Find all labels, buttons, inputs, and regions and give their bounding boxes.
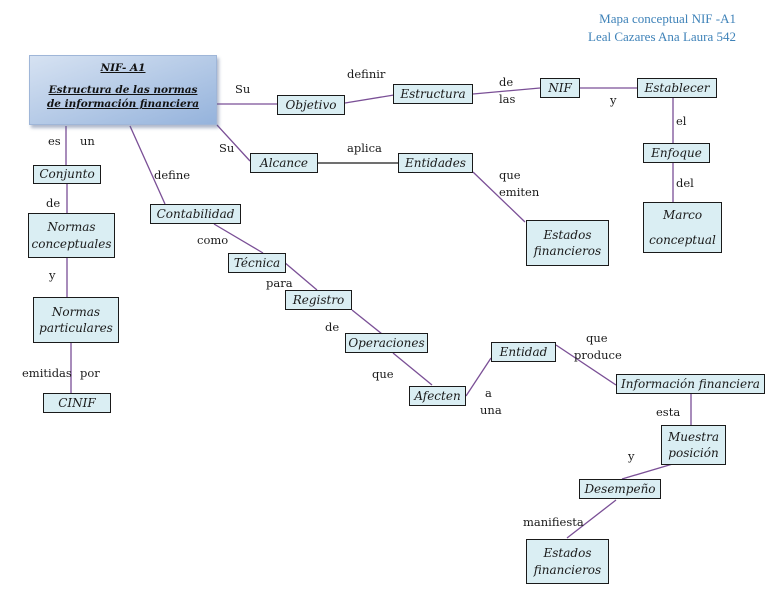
link-produce: produce (574, 348, 622, 362)
link-de: de (499, 75, 514, 89)
edge-entidad-informacion (555, 344, 617, 386)
node-estructura: Estructura (393, 84, 473, 104)
link-por: por (80, 366, 100, 380)
link-para: para (266, 276, 293, 290)
link-su-objetivo: Su (235, 82, 251, 96)
node-normas-part-line2: particulares (39, 321, 113, 335)
link-emiten: emiten (499, 185, 540, 199)
node-normas-conc-line1: Normas (47, 220, 96, 235)
edge-main-contabilidad (129, 125, 166, 205)
document-author: Leal Cazares Ana Laura 542 (588, 29, 736, 45)
node-marco-conceptual: Marco conceptual (643, 202, 722, 253)
link-y-particulares: y (49, 268, 56, 282)
link-de-normas: de (46, 196, 61, 210)
node-conjunto: Conjunto (33, 165, 101, 184)
node-operaciones: Operaciones (345, 333, 428, 353)
link-y-establecer: y (610, 93, 617, 107)
node-desempeno: Desempeño (579, 479, 661, 499)
edge-desempeno-estados (566, 499, 617, 539)
link-un: un (80, 134, 95, 148)
document-title: Mapa conceptual NIF -A1 (599, 11, 736, 26)
node-normas-conc-line2: conceptuales (31, 236, 112, 251)
node-tecnica: Técnica (228, 253, 286, 273)
node-enfoque: Enfoque (643, 143, 710, 163)
link-que-produce-1: que (586, 331, 608, 345)
edge-entidades-estados (472, 171, 526, 223)
edge-objetivo-estructura (344, 94, 395, 104)
edge-estructura-nif (472, 87, 541, 95)
link-esta: esta (656, 405, 681, 419)
link-definir: definir (347, 67, 386, 81)
edge-tecnica-registro (283, 261, 318, 291)
link-una: una (480, 403, 502, 417)
node-afecten: Afecten (409, 386, 466, 406)
link-el: el (676, 114, 687, 128)
link-del: del (676, 176, 694, 190)
node-muestra-line2: posición (668, 446, 719, 460)
node-estados-financieros-2: Estados financieros (526, 539, 609, 584)
link-manifiesta: manifiesta (523, 515, 584, 529)
node-registro: Registro (285, 290, 352, 310)
link-aplica: aplica (347, 141, 382, 155)
main-concept-subtitle: Estructura de las normas de información … (46, 84, 200, 111)
link-las: las (499, 92, 516, 106)
node-alcance: Alcance (250, 153, 318, 173)
link-emitidas: emitidas (22, 366, 72, 380)
node-informacion-financiera: Información financiera (616, 374, 765, 394)
node-normas-conceptuales: Normas conceptuales (28, 213, 115, 258)
node-objetivo: Objetivo (277, 95, 345, 115)
node-estados2-line1: Estados (543, 546, 592, 561)
link-a: a (485, 386, 492, 400)
edge-operaciones-afecten (392, 352, 433, 386)
node-estados1-line2: financieros (533, 244, 602, 258)
link-que: que (499, 168, 521, 182)
node-marco-line1: Marco (662, 208, 703, 223)
link-define: define (154, 168, 191, 182)
node-normas-particulares: Normas particulares (33, 297, 119, 343)
link-como: como (197, 233, 229, 247)
document-header: Mapa conceptual NIF -A1 Leal Cazares Ana… (588, 10, 736, 46)
node-muestra-posicion: Muestra posición (661, 425, 726, 465)
edge-muestra-desempeno (621, 462, 677, 480)
link-es: es (48, 134, 61, 148)
node-establecer: Establecer (637, 78, 717, 98)
main-concept-box: NIF- A1 Estructura de las normas de info… (29, 55, 217, 125)
edge-contabilidad-tecnica (213, 223, 264, 254)
node-estados2-line2: financieros (533, 562, 602, 577)
node-estados-financieros-1: Estados financieros (526, 220, 609, 266)
link-su-alcance: Su (219, 141, 235, 155)
edge-main-alcance (216, 124, 251, 162)
link-de-operaciones: de (325, 320, 340, 334)
node-contabilidad: Contabilidad (150, 204, 241, 224)
node-cinif: CINIF (43, 393, 111, 413)
node-estados1-line1: Estados (543, 227, 592, 242)
link-y-desempeno: y (628, 449, 635, 463)
edge-afecten-entidad (465, 357, 492, 397)
node-entidades: Entidades (398, 153, 473, 173)
node-entidad: Entidad (491, 342, 556, 362)
node-marco-line2: conceptual (649, 232, 716, 247)
node-muestra-line1: Muestra (668, 429, 719, 444)
node-nif: NIF (540, 78, 580, 98)
link-que-afecten: que (372, 367, 394, 381)
node-normas-part-line1: Normas (51, 304, 101, 319)
main-concept-title: NIF- A1 (100, 62, 146, 74)
edge-registro-operaciones (351, 309, 383, 335)
